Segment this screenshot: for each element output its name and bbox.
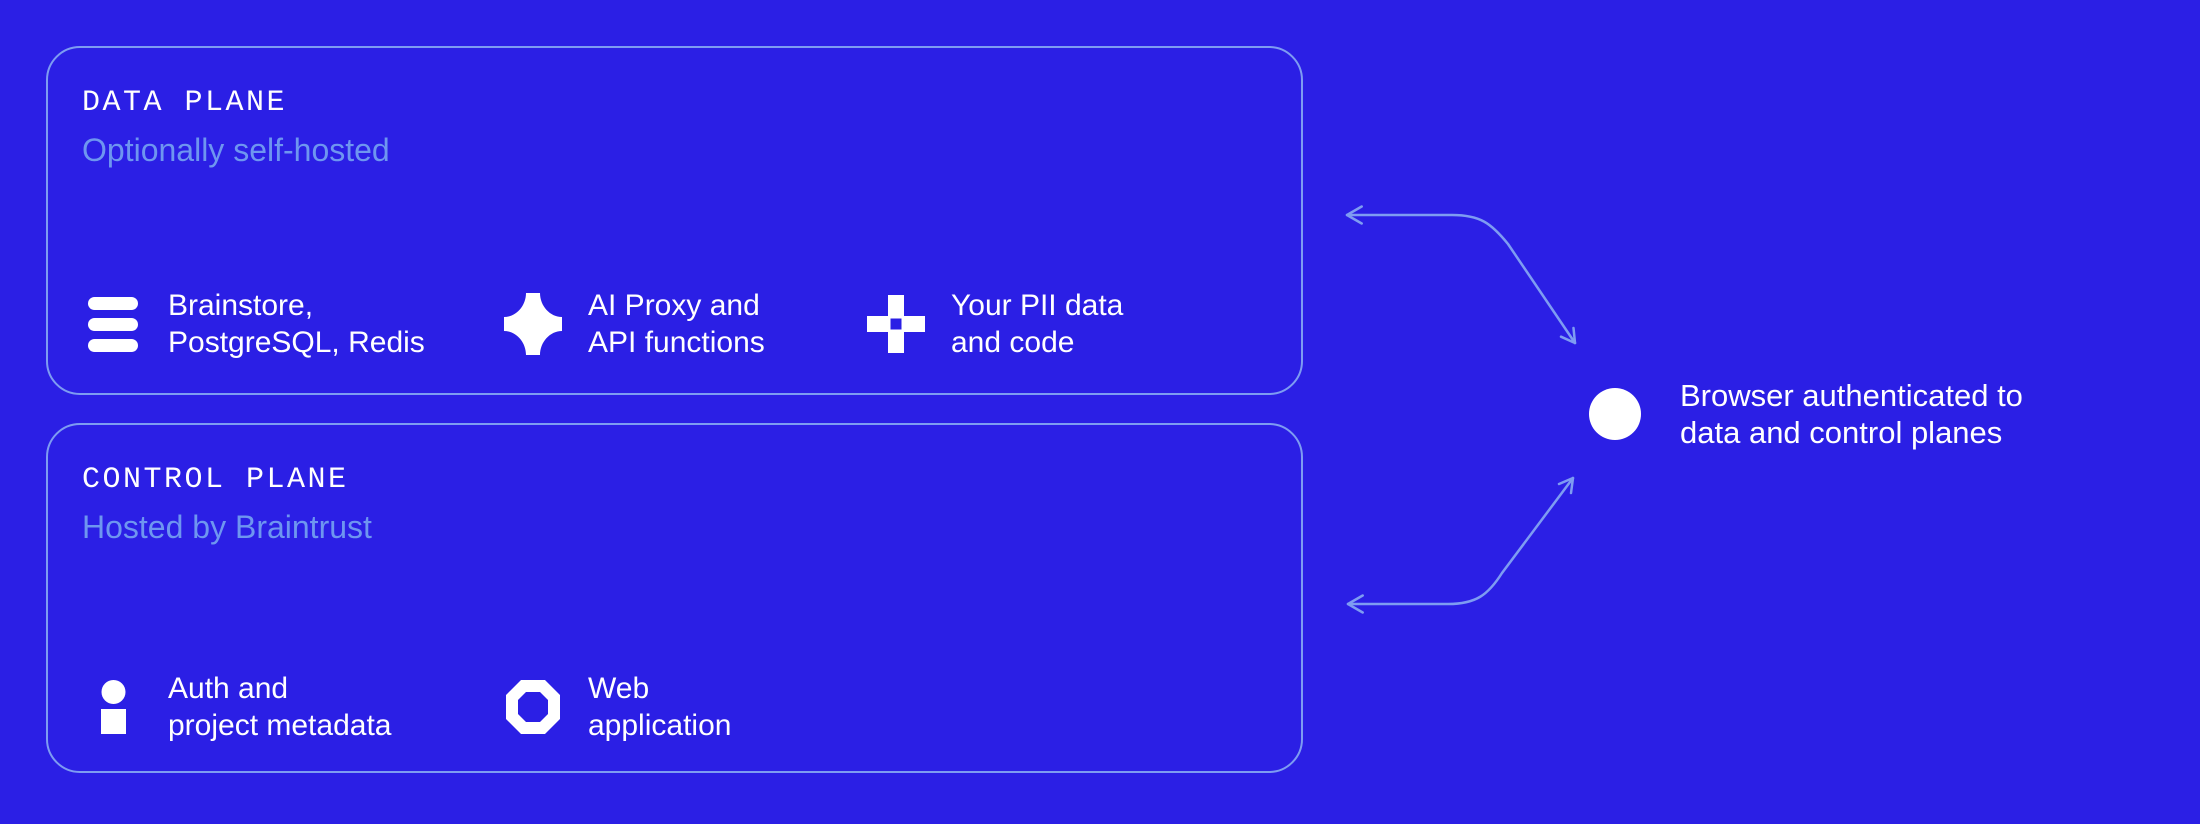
control-plane-item-auth: Auth and project metadata: [84, 669, 391, 745]
data-plane-arrow: [1345, 205, 1577, 345]
control-plane-box: CONTROL PLANE Hosted by Braintrust Auth …: [46, 423, 1303, 773]
plus-icon: [867, 295, 925, 353]
control-plane-subtitle: Hosted by Braintrust: [82, 509, 372, 545]
sparkle-icon: [504, 293, 562, 355]
data-plane-title: DATA PLANE: [82, 86, 288, 120]
connection-arrows: [1345, 205, 1577, 614]
person-icon: [84, 680, 142, 734]
database-stack-icon: [84, 296, 142, 352]
control-plane-arrow: [1346, 476, 1575, 614]
item-label: Your PII data and code: [951, 289, 1124, 359]
item-label: Brainstore, PostgreSQL, Redis: [168, 289, 425, 359]
item-label: Web application: [588, 672, 732, 742]
item-label: AI Proxy and API functions: [588, 289, 765, 359]
data-plane-subtitle: Optionally self-hosted: [82, 132, 390, 168]
control-plane-item-webapp: Web application: [504, 669, 731, 745]
browser-label: Browser authenticated to data and contro…: [1680, 378, 2023, 450]
data-plane-item-pii: Your PII data and code: [867, 286, 1123, 362]
item-label: Auth and project metadata: [168, 672, 392, 742]
data-plane-item-brainstore: Brainstore, PostgreSQL, Redis: [84, 286, 425, 362]
octagon-icon: [504, 680, 562, 734]
data-plane-box: DATA PLANE Optionally self-hosted Brains…: [46, 46, 1303, 395]
data-plane-item-ai-proxy: AI Proxy and API functions: [504, 286, 765, 362]
browser-circle-icon: [1589, 388, 1641, 440]
control-plane-title: CONTROL PLANE: [82, 463, 349, 497]
